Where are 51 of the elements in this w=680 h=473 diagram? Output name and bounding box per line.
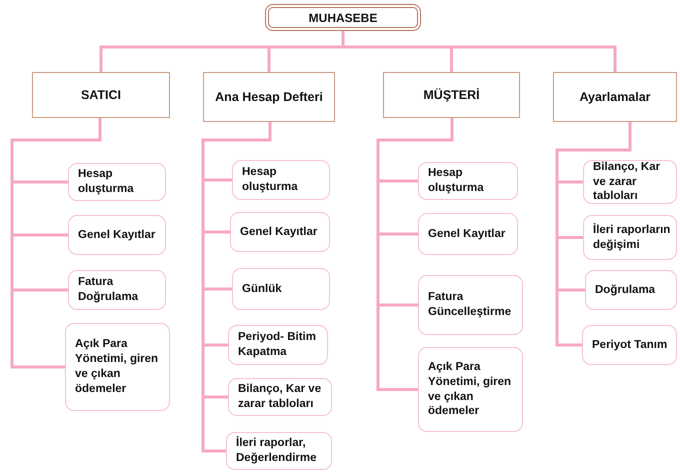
item-box [228,325,328,365]
category-box [203,72,335,122]
item-box [228,378,332,416]
item-box [583,215,677,260]
category-box [32,72,170,118]
box-label: Ayarlamalar [579,90,651,104]
box-label: SATICI [80,88,122,102]
box-label: Fatura Güncelleştirme [428,290,512,320]
connector-line [10,118,102,368]
item-box [226,432,332,470]
box-label: Günlük [242,282,282,296]
item-box [68,270,166,310]
box-label: Bilanço, Kar ve zarar tabloları [238,382,322,412]
connector-line [342,31,616,72]
item-box [68,215,166,255]
item-box [585,270,677,310]
item-box [232,268,330,310]
box-label: Hesap oluşturma [78,167,135,197]
item-box [232,160,330,200]
box-label: İleri raporlar, Değerlendirme [236,436,318,466]
box-label: Genel Kayıtlar [240,224,318,240]
box-label: Açık Para Yönetimi, giren ve çıkan ödemeler [428,360,512,420]
item-box [418,347,523,432]
connector-line [376,118,454,391]
box-label: Hesap oluşturma [428,166,485,196]
box-label: Genel Kayıtlar [78,228,156,242]
box-label: Periyod- Bitim Kapatma [238,330,317,360]
connector-line [202,122,272,452]
box-label: MUHASEBE [308,10,378,24]
item-box [418,275,523,335]
item-box [68,163,166,201]
box-label: MÜŞTERİ [423,88,480,102]
connector-line [556,122,632,346]
item-box [65,323,170,411]
item-box [418,162,518,200]
category-box [383,72,520,118]
box-label: Genel Kayıtlar [428,226,506,242]
category-box [553,72,677,122]
box-label: İleri raporların değişimi [593,222,672,252]
box-label: Ana Hesap Defteri [215,90,323,104]
box-label: Doğrulama [595,282,656,298]
item-box [582,325,677,365]
item-box [230,212,330,252]
box-label: Periyot Tanım [592,338,668,352]
item-box [418,213,518,255]
box-label: Fatura Doğrulama [78,275,140,305]
root-box [265,4,421,31]
box-label: Açık Para Yönetimi, giren ve çıkan ödemeler [75,337,160,397]
box-label: Bilanço, Kar ve zarar tabloları [593,160,662,204]
item-box [583,160,677,204]
box-label: Hesap oluşturma [242,165,299,195]
